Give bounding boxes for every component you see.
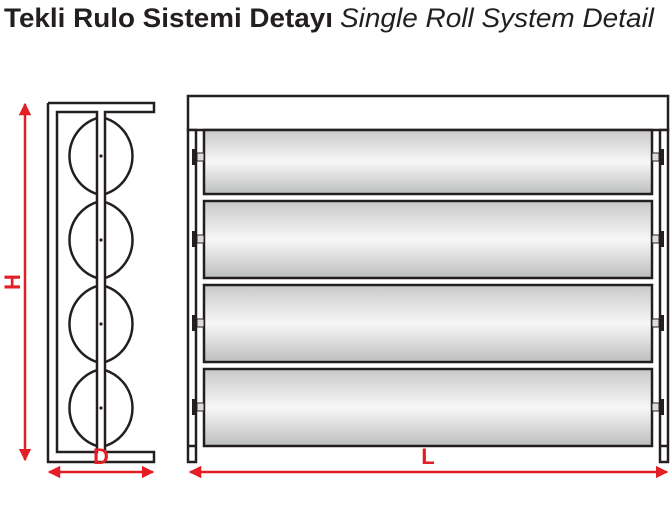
roll xyxy=(202,283,654,364)
roll xyxy=(202,128,654,196)
title-english: Single Roll System Detail xyxy=(340,3,655,33)
left-post xyxy=(186,128,198,464)
side-frame-top-right xyxy=(48,101,156,126)
depth-label: D xyxy=(93,444,109,469)
height-label: H xyxy=(0,274,25,290)
roll xyxy=(202,199,654,280)
side-view xyxy=(46,101,156,464)
axle-dots xyxy=(99,154,103,410)
side-frame-outer xyxy=(46,103,156,464)
side-roll-circles xyxy=(68,116,134,448)
side-frame-left xyxy=(55,110,99,454)
roll-brackets xyxy=(192,149,664,415)
dimension-lines xyxy=(18,102,669,479)
rolls xyxy=(202,128,654,448)
length-label: L xyxy=(421,444,434,469)
right-post xyxy=(658,128,670,464)
front-view xyxy=(186,94,670,464)
roll xyxy=(202,367,654,448)
title-turkish: Tekli Rulo Sistemi Detayı xyxy=(4,3,333,33)
header-box xyxy=(186,94,670,132)
